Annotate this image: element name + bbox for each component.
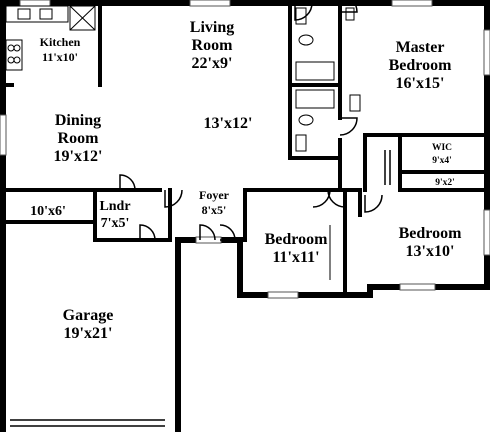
garage-door — [10, 419, 165, 427]
kitchen-size: 11'x10' — [42, 50, 78, 64]
living-name-1: Living — [190, 19, 234, 36]
windows — [0, 0, 490, 299]
kitchen-fixtures — [5, 5, 96, 71]
entry-nook-size: 10'x6' — [30, 204, 66, 219]
dining-name-1: Dining — [55, 112, 101, 129]
bedroom2-name: Bedroom — [265, 231, 328, 248]
wic-name: WIC — [432, 143, 452, 153]
foyer-name: Foyer — [199, 188, 230, 202]
master-name-1: Master — [396, 39, 445, 56]
bedroom2-size: 11'x11' — [272, 249, 319, 266]
laundry-size: 7'x5' — [101, 216, 130, 231]
bedroom3-size: 13'x10' — [406, 243, 455, 260]
living-ext-size: 13'x12' — [204, 115, 253, 132]
kitchen-name: Kitchen — [40, 35, 81, 49]
master-size: 16'x15' — [396, 75, 445, 92]
living-size: 22'x9' — [192, 55, 233, 72]
garage-name: Garage — [63, 307, 114, 324]
foyer-size: 8'x5' — [202, 203, 227, 217]
laundry-name: Lndr — [99, 199, 130, 214]
bedroom3-name: Bedroom — [399, 225, 462, 242]
bathroom-fixtures — [295, 7, 361, 152]
closet-size: 9'x2' — [435, 178, 455, 188]
living-name-2: Room — [192, 37, 234, 54]
room-labels: Kitchen 11'x10' Living Room 22'x9' Maste… — [30, 19, 462, 342]
dining-size: 19'x12' — [54, 148, 103, 165]
wic-size: 9'x4' — [432, 156, 452, 166]
dining-name-2: Room — [58, 130, 100, 147]
garage-size: 19'x21' — [64, 325, 113, 342]
interior-walls — [1, 1, 489, 297]
doors — [119, 0, 391, 241]
master-name-2: Bedroom — [389, 57, 452, 74]
